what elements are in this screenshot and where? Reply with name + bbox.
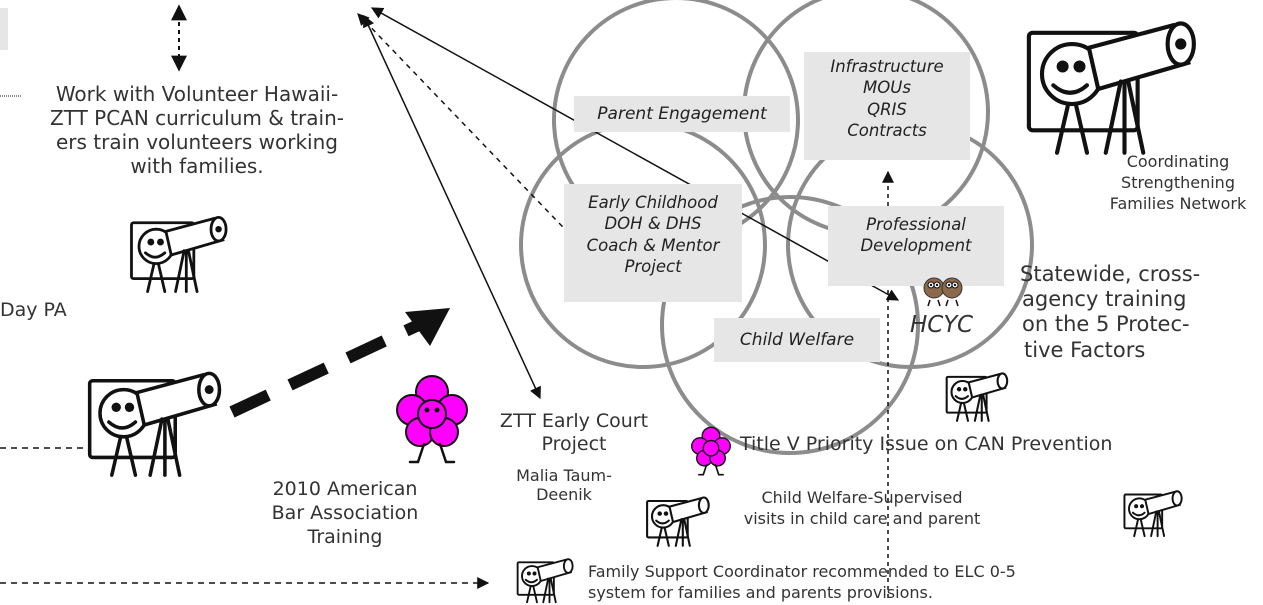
doh-dhs-label: DOH & DHS — [604, 214, 702, 234]
solid-arrow-to-ztt — [363, 14, 541, 400]
cws-line: Child Welfare-Supervised — [761, 488, 963, 507]
malia-text: Malia Taum- Deenik — [494, 466, 634, 504]
family-support-line: Family Support Coordinator recommended t… — [588, 562, 1016, 581]
ztt-text: ZTT Early Court Project — [484, 410, 664, 456]
malia-line: Deenik — [536, 485, 592, 505]
main-note-line: with families. — [130, 154, 264, 178]
ztt-line: ZTT Early Court — [499, 410, 649, 432]
main-note-line: ZTT PCAN curriculum & train- — [50, 106, 344, 130]
development-label: Development — [860, 236, 972, 256]
telescope-figure-icon — [1026, 21, 1196, 155]
infrastructure-label: Infrastructure — [830, 57, 944, 76]
child-welfare-label: Child Welfare — [739, 330, 855, 350]
statewide-line: Statewide, cross- — [1020, 262, 1201, 286]
dashed-arrow-to-early-childhood — [357, 13, 584, 249]
child-welfare-supervised-text: Child Welfare-Supervised visits in child… — [714, 488, 1010, 530]
telescope-figure-icon — [130, 215, 228, 293]
title-v-text: Title V Priority Issue on CAN Prevention — [740, 433, 1113, 455]
aba-training-text: 2010 American Bar Association Training — [250, 478, 440, 549]
box-early-childhood: Early Childhood DOH & DHS Coach & Mentor… — [564, 184, 742, 302]
coordinating-line: Coordinating — [1126, 152, 1230, 171]
telescope-figure-icon — [1123, 490, 1183, 538]
aba-line: Bar Association — [271, 501, 419, 524]
professional-label: Professional — [866, 215, 966, 234]
coordinating-network-text: Coordinating Strengthening Families Netw… — [1090, 152, 1263, 214]
flower-figure-icon — [691, 426, 731, 476]
gears-icon — [923, 277, 963, 307]
coordinating-line: Families Network — [1109, 193, 1247, 213]
box-infrastructure: Infrastructure MOUs QRIS Contracts — [804, 52, 970, 160]
mous-label: MOUs — [863, 78, 911, 98]
contracts-label: Contracts — [847, 121, 927, 141]
thick-dashed-arrow — [229, 316, 428, 418]
main-note-line: Work with Volunteer Hawaii- — [55, 82, 339, 106]
ztt-line: Project — [541, 432, 607, 455]
family-support-line: system for families and parents provisio… — [588, 582, 933, 602]
statewide-line: agency training — [1022, 287, 1187, 312]
day-pa-text: Day PA — [0, 299, 67, 321]
qris-label: QRIS — [867, 99, 907, 119]
main-note-line: ers train volunteers working — [56, 130, 338, 154]
telescope-figure-icon — [87, 371, 222, 477]
early-childhood-label: Early Childhood — [588, 193, 718, 212]
flower-figure-icon — [396, 375, 468, 464]
malia-line: Malia Taum- — [516, 466, 612, 485]
cws-line: visits in child care and parent — [743, 508, 981, 528]
coordinating-line: Strengthening — [1121, 172, 1235, 192]
box-professional-development: Professional Development — [828, 206, 1004, 286]
coach-mentor-label: Coach & Mentor — [586, 235, 720, 255]
hcyc-label: HCYC — [910, 312, 974, 338]
statewide-line: on the 5 Protec- — [1022, 312, 1190, 337]
telescope-figure-icon — [646, 496, 710, 547]
project-label: Project — [624, 257, 682, 277]
telescope-figure-icon — [516, 558, 574, 604]
box-child-welfare: Child Welfare — [714, 318, 880, 362]
aba-line: 2010 American — [272, 478, 418, 500]
family-support-text: Family Support Coordinator recommended t… — [588, 562, 1016, 604]
grey-marker — [0, 8, 8, 50]
parent-engagement-label: Parent Engagement — [597, 104, 767, 124]
box-parent-engagement: Parent Engagement — [574, 96, 790, 132]
statewide-line: tive Factors — [1024, 337, 1146, 362]
aba-line: Training — [307, 525, 383, 548]
volunteer-hawaii-text: Work with Volunteer Hawaii- ZTT PCAN cur… — [22, 82, 372, 178]
statewide-training-text: Statewide, cross- agency training on the… — [1020, 262, 1200, 363]
thick-arrow-head — [405, 308, 450, 346]
telescope-figure-icon — [945, 372, 1009, 422]
